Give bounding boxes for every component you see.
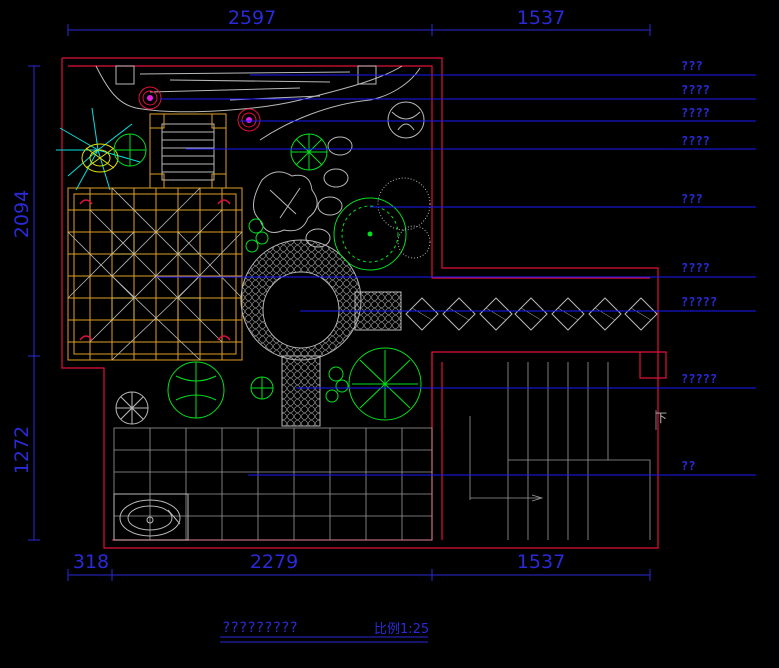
wash-basin <box>113 493 189 541</box>
dim-left-lower: 1272 <box>11 426 33 474</box>
callout-label-1: ??? <box>681 59 703 73</box>
dim-left-upper: 2094 <box>11 190 33 238</box>
dim-bottom-right: 1537 <box>517 551 565 573</box>
drawing-scale: 比例1:25 <box>374 622 429 637</box>
pergola-grid <box>67 187 243 361</box>
dim-top-right: 1537 <box>517 7 565 29</box>
round-tree-large <box>333 197 407 271</box>
dim-top-left: 2597 <box>228 7 276 29</box>
stairs <box>469 362 657 540</box>
callout-label-9: ?? <box>681 459 695 473</box>
wooden-bridge <box>149 113 227 189</box>
callout-label-4: ???? <box>681 134 710 148</box>
callout-label-3: ???? <box>681 106 710 120</box>
round-tree-lower-right <box>348 347 422 421</box>
pergola-diagonals <box>67 187 243 361</box>
tile-paving <box>113 427 433 541</box>
title-underline <box>220 636 428 643</box>
oval-stones <box>305 136 353 248</box>
callout-label-5: ??? <box>681 192 703 206</box>
dim-bottom-left: 318 <box>73 551 109 573</box>
flower-shrub-3 <box>115 391 149 425</box>
flower-shrub-1 <box>290 133 328 171</box>
stepping-stones <box>405 297 658 331</box>
leader-lines <box>156 74 756 476</box>
shrub-top-right <box>387 101 425 139</box>
flower-shrub-2 <box>250 376 274 400</box>
small-shrub-cluster <box>245 218 349 403</box>
callout-label-6: ???? <box>681 261 710 275</box>
dim-bottom-middle: 2279 <box>250 551 298 573</box>
pond-lights <box>138 86 261 132</box>
dotted-shrub <box>377 177 431 259</box>
palm-cluster <box>56 107 147 191</box>
callout-label-2: ???? <box>681 83 710 97</box>
callout-label-8: ????? <box>681 372 717 386</box>
stair-down-label: 下 <box>655 411 667 425</box>
round-tree-lower-left <box>167 361 225 419</box>
drawing-title: ????????? <box>222 620 298 636</box>
dimension-lines <box>28 24 651 581</box>
pergola-corner-markers <box>79 199 231 341</box>
callout-label-7: ????? <box>681 295 717 309</box>
